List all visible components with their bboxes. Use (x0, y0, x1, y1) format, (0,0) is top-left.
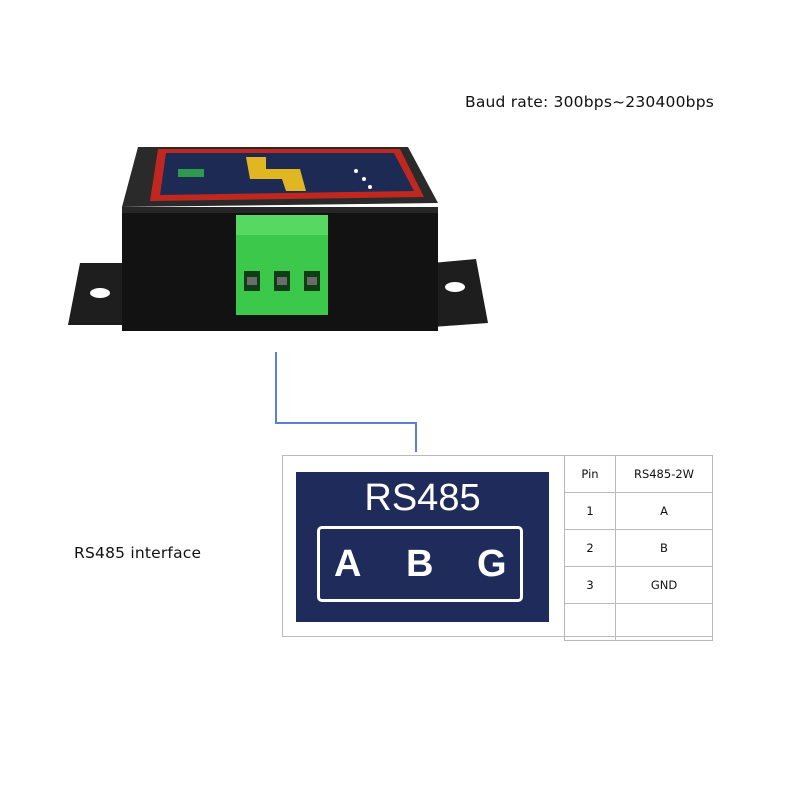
table-header-row: Pin RS485-2W (564, 455, 713, 493)
header-pin: Pin (564, 455, 616, 493)
connector-title: RS485 (364, 477, 481, 519)
mounting-ear-right (432, 259, 488, 327)
connector-pin-b: B (406, 543, 434, 585)
connector-pin-a: A (334, 543, 362, 585)
table-cell: GND (615, 566, 713, 604)
pin-table: Pin RS485-2W 1 A 2 B 3 GND (564, 455, 713, 641)
table-row (564, 603, 713, 641)
rs485-connector-graphic: RS485 A B G (296, 472, 549, 622)
mounting-hole-right (445, 282, 465, 292)
connector-pin-box: A B G (317, 526, 523, 602)
table-cell (615, 603, 713, 641)
led-1 (354, 169, 358, 173)
connector-pin-g: G (477, 543, 507, 585)
table-cell: A (615, 492, 713, 530)
rs485-interface-label: RS485 interface (74, 544, 202, 562)
serial-device-photo (60, 135, 500, 345)
table-cell: 1 (564, 492, 616, 530)
led-2 (362, 177, 366, 181)
mounting-hole-left (90, 288, 110, 298)
table-cell (564, 603, 616, 641)
table-cell: 3 (564, 566, 616, 604)
table-row: 2 B (564, 529, 713, 567)
table-cell: 2 (564, 529, 616, 567)
table-row: 3 GND (564, 566, 713, 604)
baud-rate-caption: Baud rate: 300bps~230400bps (465, 93, 715, 111)
panel-graphic (246, 157, 306, 191)
table-row: 1 A (564, 492, 713, 530)
panel-logo (178, 169, 204, 177)
device-illustration (68, 147, 488, 331)
table-cell: B (615, 529, 713, 567)
led-3 (368, 185, 372, 189)
header-rs485-2w: RS485-2W (615, 455, 713, 493)
